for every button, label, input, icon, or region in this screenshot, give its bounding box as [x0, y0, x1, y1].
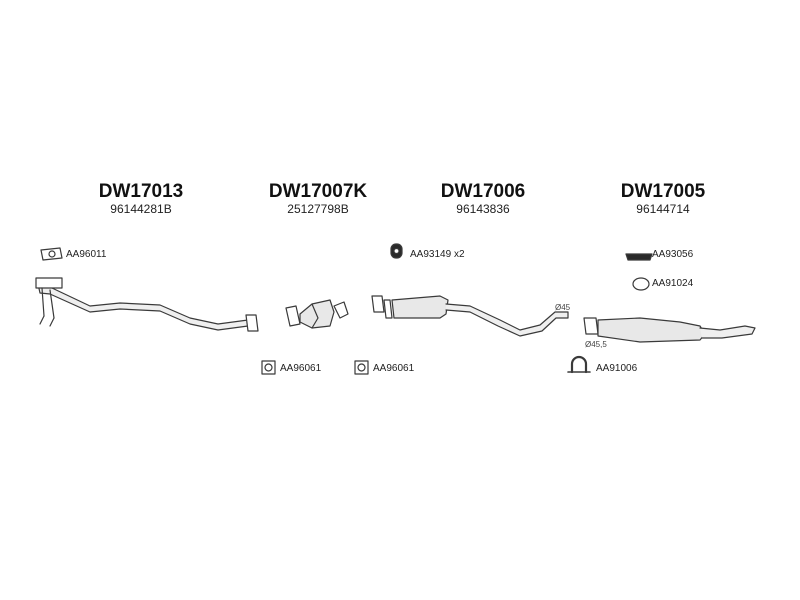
part-code: DW17007K	[268, 181, 368, 202]
accessory-qty: x2	[453, 249, 465, 260]
oem-number: 96144281B	[110, 202, 172, 216]
accessory-label: AA91024	[652, 278, 694, 289]
accessory-label-with-qty: AA93149 x2	[410, 249, 465, 260]
rubber-hanger-icon	[390, 243, 403, 259]
group-rear-silencer-header: DW17005 96144714	[608, 181, 718, 217]
diameter-callout: Ø45	[555, 303, 571, 312]
part-code: DW17005	[620, 181, 706, 202]
part-code: DW17013	[98, 181, 184, 202]
accessory-label: AA93149	[410, 249, 452, 260]
oem-number: 96143836	[456, 202, 510, 216]
square-gasket-icon	[354, 360, 369, 375]
accessory-label: AA96061	[373, 363, 415, 374]
part-code: DW17006	[440, 181, 526, 202]
accessory-label: AA91006	[596, 363, 638, 374]
flange-gasket-icon	[40, 247, 63, 261]
front-pipe-part	[35, 277, 259, 332]
oem-number: 96144714	[636, 202, 690, 216]
mounting-bracket-icon	[625, 253, 653, 261]
accessory-label: AA93056	[652, 249, 694, 260]
oem-number: 25127798B	[287, 202, 349, 216]
square-gasket-icon	[261, 360, 276, 375]
middle-silencer-part	[371, 295, 569, 337]
accessory-label: AA96061	[280, 363, 322, 374]
ring-hanger-icon	[632, 277, 650, 291]
group-front-pipe-header: DW17013 96144281B	[86, 181, 196, 217]
diameter-callout: Ø45,5	[585, 340, 607, 349]
accessory-label: AA96011	[66, 249, 107, 260]
group-catalyst-header: DW17007K 25127798B	[258, 181, 378, 217]
rear-silencer-part	[583, 317, 756, 343]
u-clamp-icon	[567, 355, 591, 374]
group-middle-silencer-header: DW17006 96143836	[428, 181, 538, 217]
catalytic-converter-part	[285, 299, 349, 329]
